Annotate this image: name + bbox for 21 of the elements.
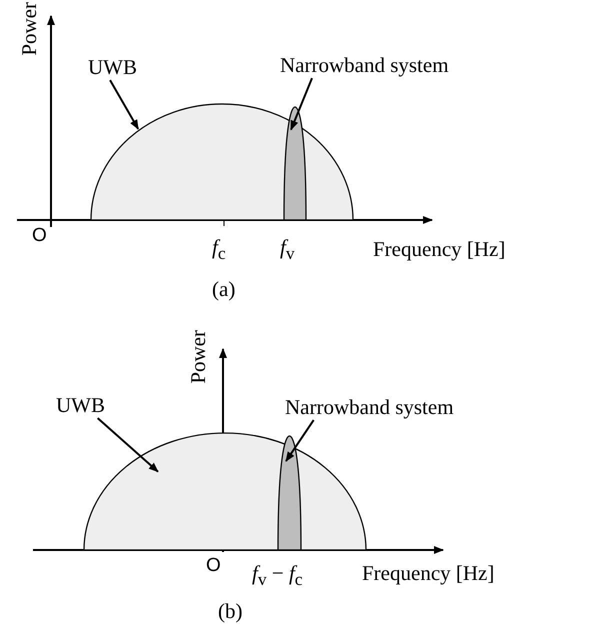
leader-line bbox=[285, 420, 314, 462]
tick-label: f$_{v}$ bbox=[280, 236, 295, 264]
tick-label: f$_{v}$ − f$_{c}$ bbox=[252, 562, 303, 590]
wideband-spectrum bbox=[84, 433, 366, 550]
callout-label: UWB bbox=[56, 394, 105, 418]
axis-label: Power bbox=[187, 330, 210, 384]
origin-label: O bbox=[32, 226, 47, 247]
axis-label: Power bbox=[18, 2, 42, 56]
wideband-spectrum bbox=[91, 104, 353, 220]
leader-line bbox=[96, 417, 159, 472]
callout-label: UWB bbox=[88, 56, 137, 80]
leader-line bbox=[109, 80, 140, 130]
axis-label: Frequency [Hz] bbox=[362, 562, 494, 586]
callout-label: Narrowband system bbox=[285, 396, 454, 420]
callout-label: Narrowband system bbox=[280, 54, 449, 78]
axis-label: Frequency [Hz] bbox=[373, 238, 506, 262]
origin-label: O bbox=[206, 556, 221, 577]
tick-label: f$_{c}$ bbox=[212, 236, 226, 264]
leader-line bbox=[290, 78, 313, 131]
panel-caption: (b) bbox=[218, 600, 242, 624]
panel-caption: (a) bbox=[212, 278, 236, 302]
